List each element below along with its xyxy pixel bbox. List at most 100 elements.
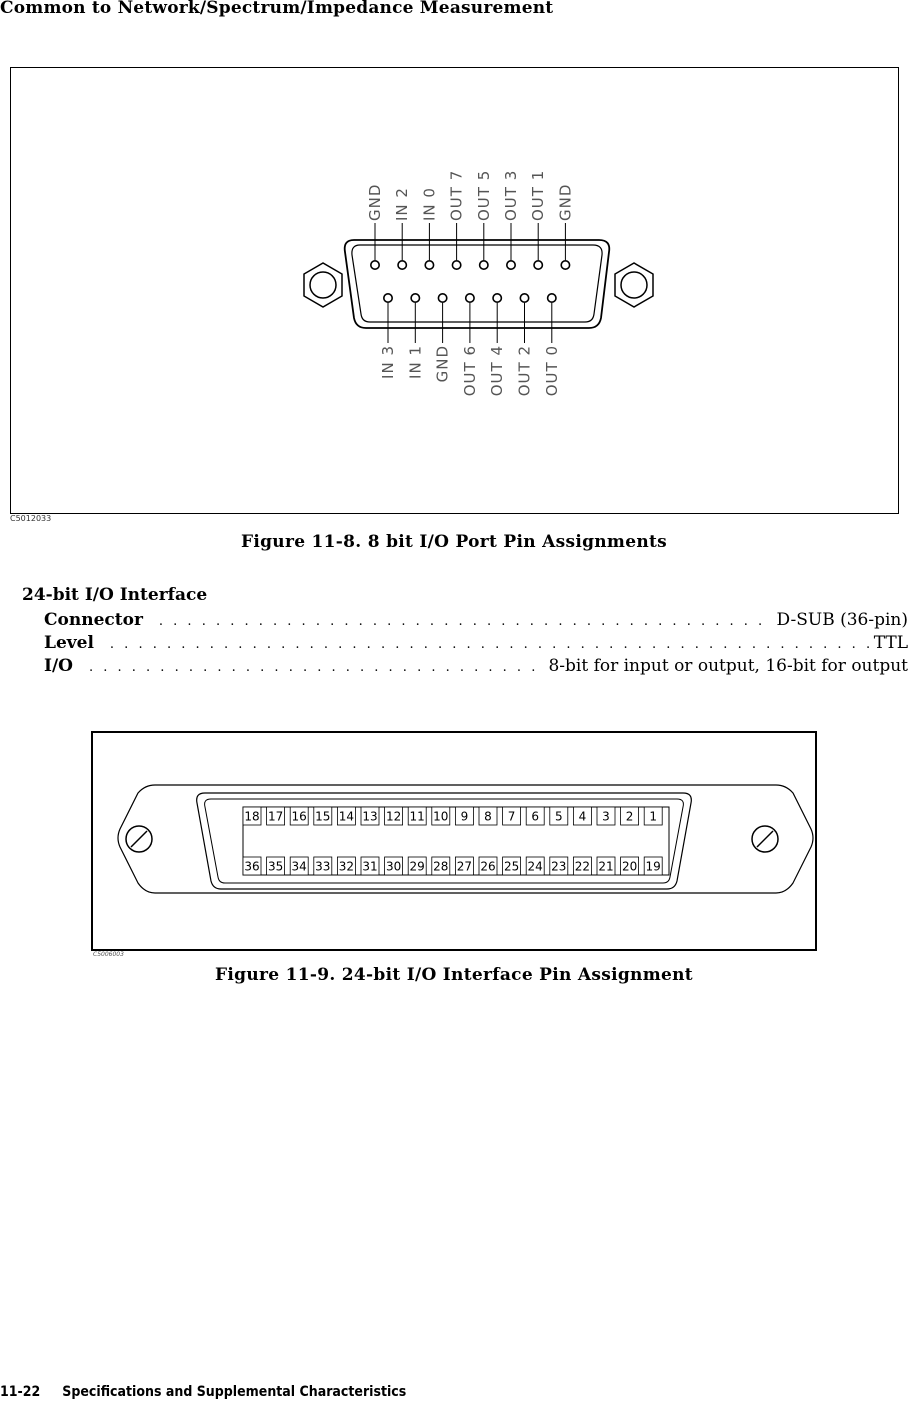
pin-contact bbox=[533, 260, 544, 271]
pin-number-bottom: 30 bbox=[386, 860, 401, 874]
pin-cell bbox=[596, 856, 616, 876]
pin-cell bbox=[525, 806, 545, 826]
pin-cell bbox=[266, 856, 286, 876]
pin-number-bottom: 25 bbox=[504, 860, 519, 874]
spec-label: Connector bbox=[44, 610, 143, 630]
pin-contact bbox=[519, 293, 530, 304]
pin-number-top: 18 bbox=[244, 810, 259, 824]
pin-number-bottom: 28 bbox=[433, 860, 448, 874]
pin-number-top: 13 bbox=[362, 810, 377, 824]
pin-number-top: 6 bbox=[531, 810, 539, 824]
pin-number-bottom: 29 bbox=[410, 860, 425, 874]
pin-contact bbox=[560, 260, 571, 271]
left-screw-icon bbox=[125, 825, 153, 853]
spec-label: Level bbox=[44, 633, 94, 653]
figure-9-art-code: C5006003 bbox=[93, 951, 124, 958]
spec-value: 8-bit for input or output, 16-bit for ou… bbox=[548, 656, 908, 676]
pin-number-top: 2 bbox=[626, 810, 634, 824]
pin-label-top: IN 0 bbox=[420, 187, 438, 221]
pin-cell bbox=[502, 806, 522, 826]
pin-number-top: 4 bbox=[579, 810, 587, 824]
pin-cell bbox=[336, 806, 356, 826]
pin-contact bbox=[492, 293, 503, 304]
right-mounting-hex-icon bbox=[614, 262, 654, 308]
pin-number-bottom: 35 bbox=[268, 860, 283, 874]
pin-cell bbox=[313, 806, 333, 826]
running-head: Common to Network/Spectrum/Impedance Mea… bbox=[0, 0, 554, 18]
figure-9-caption: Figure 11-9. 24-bit I/O Interface Pin As… bbox=[215, 965, 693, 985]
pin-number-top: 8 bbox=[484, 810, 492, 824]
pin-label-bottom: GND bbox=[434, 345, 452, 382]
pin-number-top: 5 bbox=[555, 810, 563, 824]
pin-cell bbox=[454, 856, 474, 876]
pin-number-top: 1 bbox=[649, 810, 657, 824]
pin-cell bbox=[313, 856, 333, 876]
pin-cell bbox=[572, 806, 592, 826]
pin-cell bbox=[643, 856, 663, 876]
pin-number-bottom: 32 bbox=[339, 860, 354, 874]
pin-number-top: 10 bbox=[433, 810, 448, 824]
connector-flange-outline bbox=[117, 784, 814, 894]
pin-label-bottom: OUT 0 bbox=[543, 345, 561, 396]
spec-row-connector: Connector . . . . . . . . . . . . . . . … bbox=[44, 610, 908, 632]
pin-cell bbox=[620, 856, 639, 876]
pin-cell bbox=[431, 856, 451, 876]
pin-number-bottom: 20 bbox=[622, 860, 637, 874]
pin-cell bbox=[572, 856, 592, 876]
pin-cell bbox=[549, 856, 569, 876]
pin-number-bottom: 22 bbox=[575, 860, 590, 874]
pin-cell bbox=[525, 856, 545, 876]
pin-number-bottom: 26 bbox=[480, 860, 495, 874]
spec-value: D-SUB (36-pin) bbox=[776, 610, 908, 630]
pin-number-bottom: 19 bbox=[646, 860, 661, 874]
pin-cell bbox=[336, 856, 356, 876]
spec-row-level: Level . . . . . . . . . . . . . . . . . … bbox=[44, 633, 908, 655]
pin-cell bbox=[478, 806, 498, 826]
spec-label: I/O bbox=[44, 656, 73, 676]
pin-label-top: IN 2 bbox=[393, 187, 411, 221]
leader-dots: . . . . . . . . . . . . . . . . . . . . … bbox=[88, 660, 544, 675]
pin-cell bbox=[289, 856, 309, 876]
pin-cell bbox=[454, 806, 474, 826]
pin-cell bbox=[502, 856, 522, 876]
pin-contact bbox=[424, 260, 435, 271]
pin-number-top: 17 bbox=[268, 810, 283, 824]
connector-shell-inner bbox=[351, 244, 603, 323]
pin-number-top: 14 bbox=[339, 810, 354, 824]
figure-8-caption: Figure 11-8. 8 bit I/O Port Pin Assignme… bbox=[240, 532, 668, 552]
pin-cell bbox=[289, 806, 309, 826]
pin-number-bottom: 34 bbox=[292, 860, 307, 874]
pin-number-bottom: 36 bbox=[244, 860, 259, 874]
pin-cell bbox=[620, 806, 639, 826]
pin-contact bbox=[410, 293, 421, 304]
pin-number-top: 16 bbox=[292, 810, 307, 824]
pin-cell bbox=[596, 806, 616, 826]
pin-cell bbox=[431, 806, 451, 826]
pin-cell bbox=[266, 806, 286, 826]
pin-label-top: OUT 7 bbox=[448, 170, 466, 221]
pin-label-bottom: IN 3 bbox=[379, 345, 397, 379]
pin-cell bbox=[360, 806, 380, 826]
connector-shell-outer bbox=[196, 792, 692, 890]
pin-cell bbox=[384, 856, 404, 876]
pin-number-bottom: 21 bbox=[598, 860, 613, 874]
pin-number-bottom: 23 bbox=[551, 860, 566, 874]
pin-contact bbox=[546, 293, 557, 304]
figure-8-art-code: C5012033 bbox=[10, 514, 52, 523]
pin-cell bbox=[549, 806, 569, 826]
pin-number-top: 7 bbox=[508, 810, 516, 824]
pin-label-top: GND bbox=[556, 184, 574, 221]
pin-label-bottom: IN 1 bbox=[406, 345, 424, 379]
pin-contact bbox=[397, 260, 408, 271]
pin-cell bbox=[384, 806, 404, 826]
chapter-title: Specifications and Supplemental Characte… bbox=[62, 1384, 407, 1400]
pin-cell bbox=[407, 856, 427, 876]
pin-contact bbox=[505, 260, 516, 271]
pin-number-top: 11 bbox=[410, 810, 425, 824]
pin-cell bbox=[478, 856, 498, 876]
leader-dots: . . . . . . . . . . . . . . . . . . . . … bbox=[158, 614, 773, 629]
